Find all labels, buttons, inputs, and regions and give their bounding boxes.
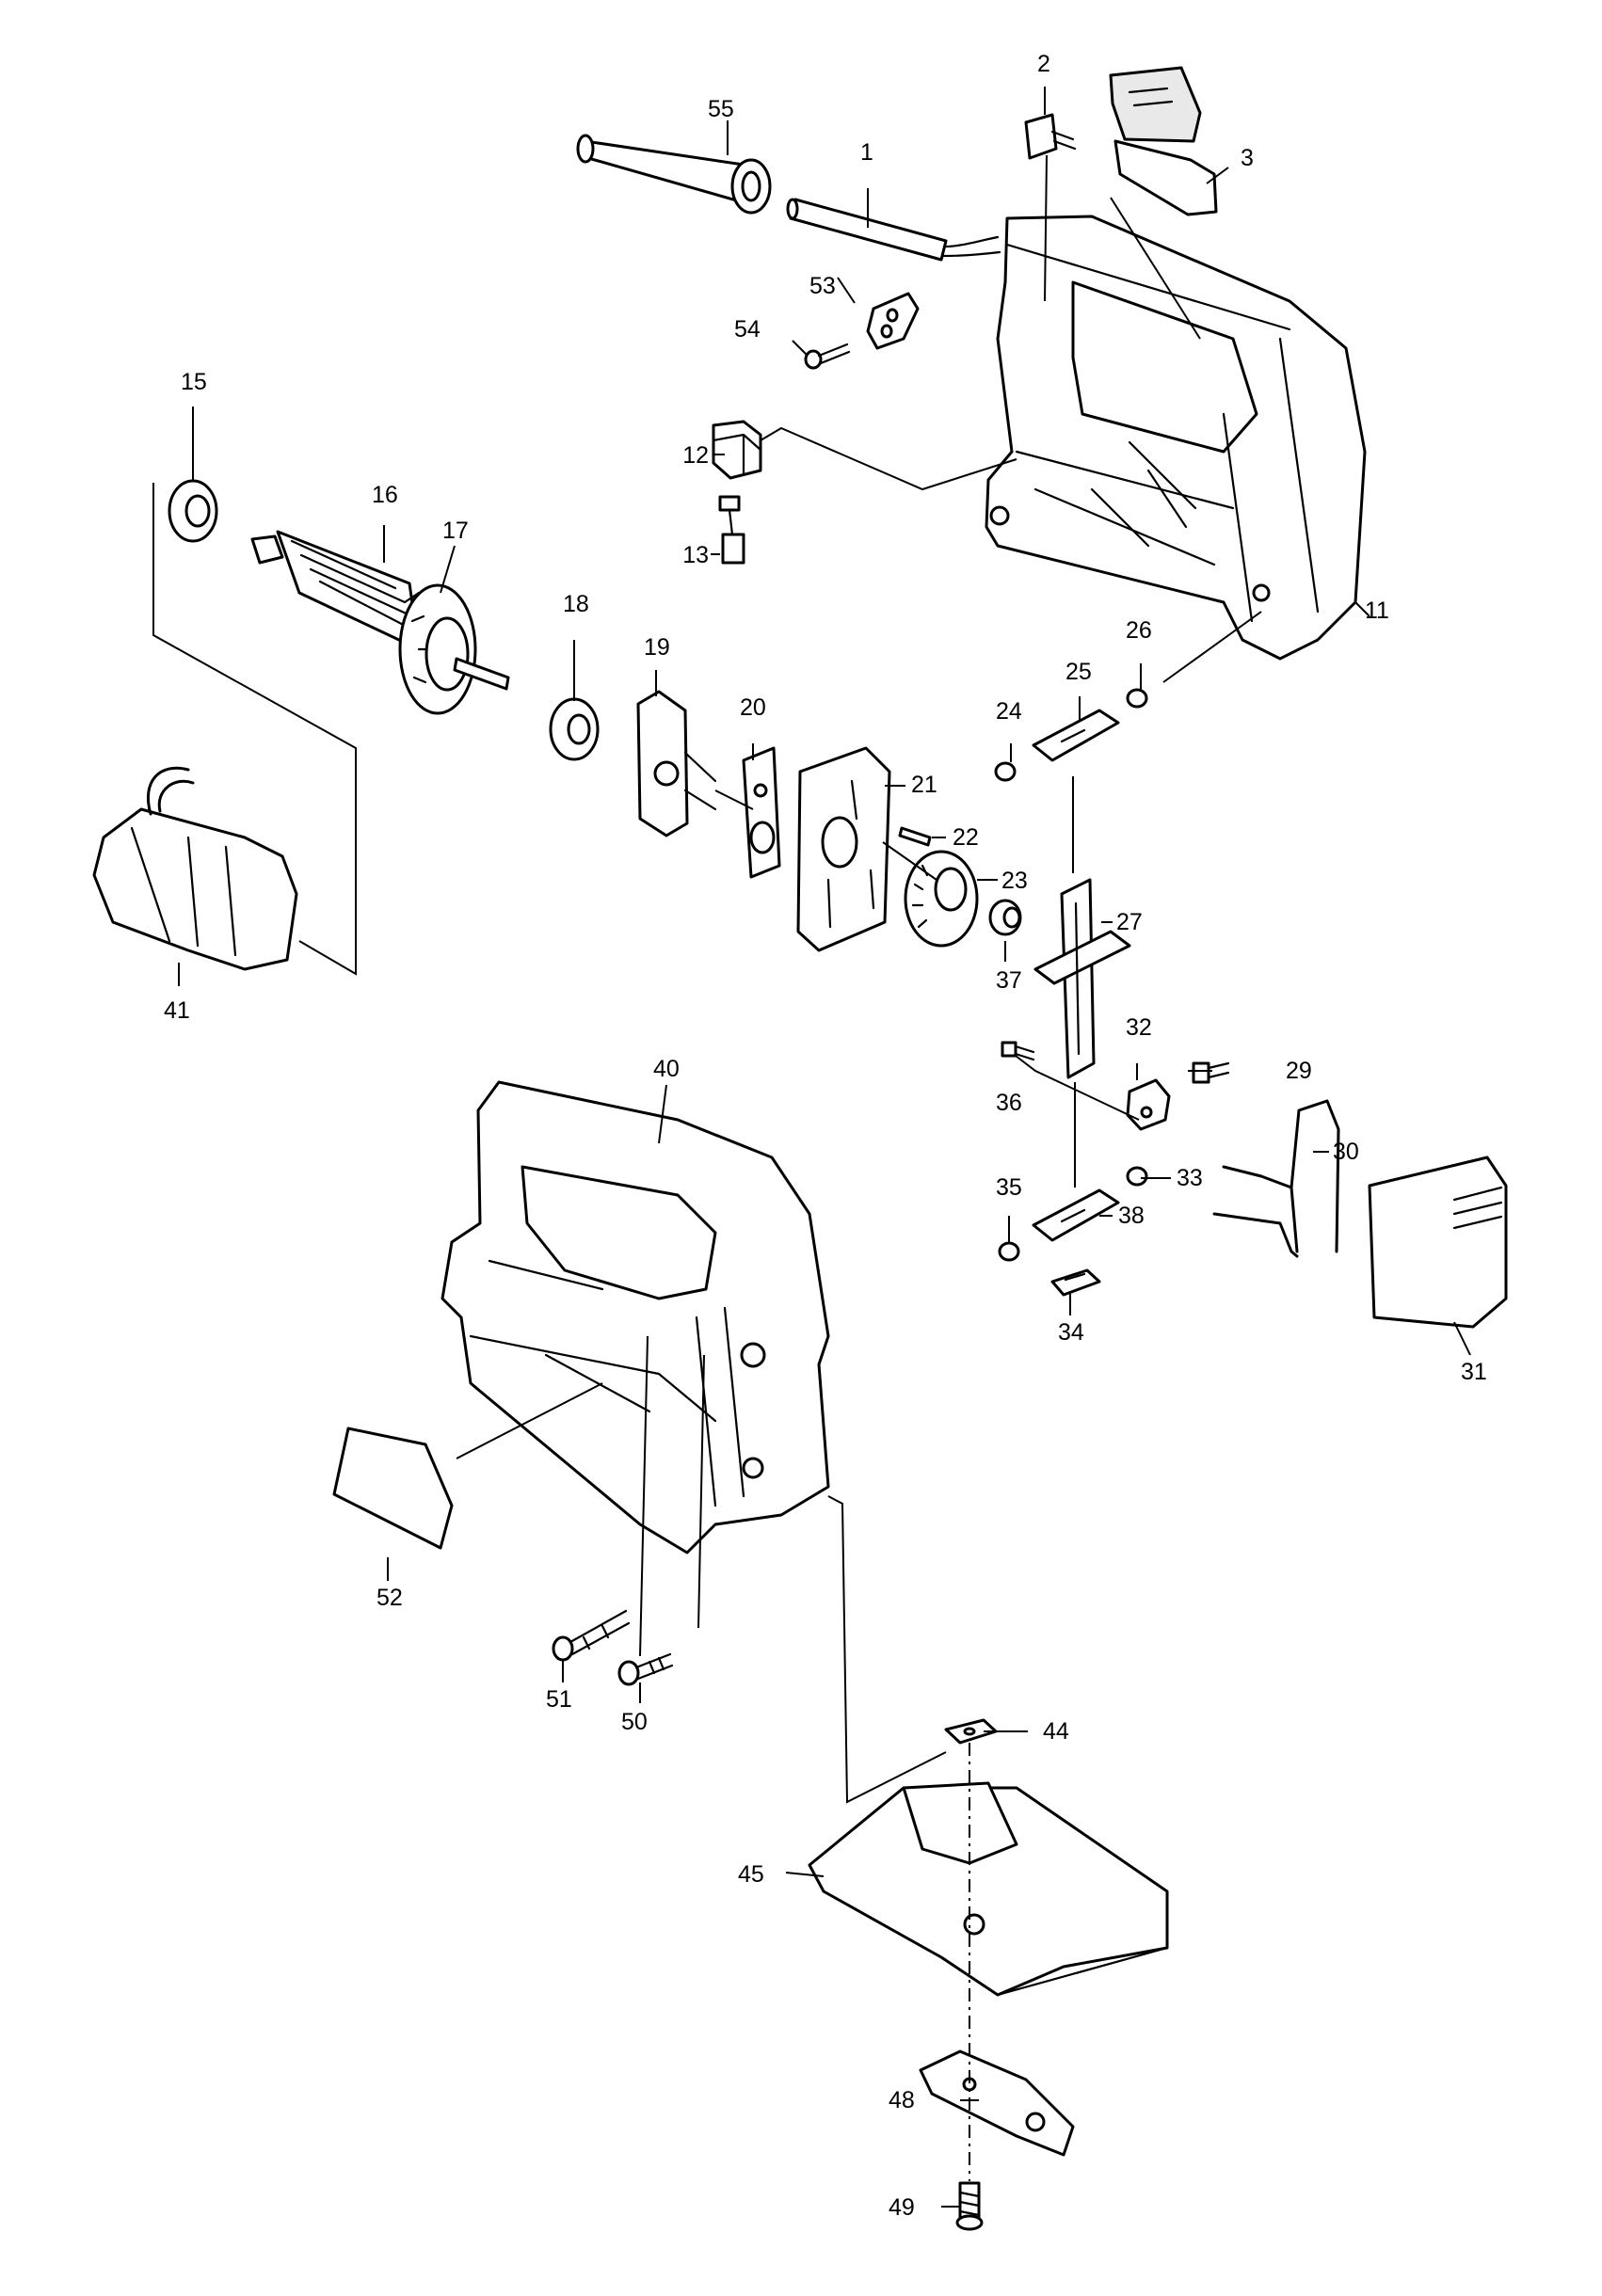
part-55-screw — [804, 343, 851, 370]
label-12: 12 — [682, 442, 709, 469]
part-53-handle-tube — [576, 134, 772, 215]
part-26-ring — [1126, 688, 1148, 709]
part-51-screw — [552, 1609, 631, 1662]
part-13-carbon-brush — [718, 495, 745, 565]
label-23: 23 — [1001, 868, 1028, 894]
label-37: 37 — [996, 967, 1022, 994]
part-32-cam — [1126, 1078, 1171, 1131]
part-22-pin — [898, 826, 932, 847]
part-20-plate — [742, 746, 781, 879]
label-13: 13 — [682, 542, 709, 568]
part-41-field — [92, 766, 298, 971]
label-20: 20 — [740, 694, 766, 721]
label-51: 51 — [546, 1686, 572, 1713]
label-33: 33 — [1177, 1165, 1203, 1191]
label-45: 45 — [738, 1861, 764, 1888]
label-29: 29 — [1286, 1058, 1312, 1084]
part-34-pad — [1050, 1268, 1101, 1297]
label-41: 41 — [164, 997, 190, 1024]
label-52: 52 — [376, 1585, 403, 1611]
part-25-slider — [1032, 709, 1120, 762]
part-40-housing — [441, 1080, 830, 1555]
part-24-ring — [994, 761, 1017, 782]
label-36: 36 — [996, 1090, 1022, 1116]
part-16-armature — [250, 530, 510, 715]
part-48-blade-clamp — [919, 2049, 1075, 2157]
part-54-cord-clamp — [866, 292, 920, 350]
part-37-bushing — [988, 899, 1022, 936]
label-16: 16 — [372, 482, 398, 508]
part-2-capacitor — [1024, 113, 1077, 160]
label-50: 50 — [621, 1709, 648, 1735]
part-27-plunger — [1033, 878, 1131, 1079]
part-19-bearing-retainer — [636, 690, 717, 837]
label-11: 11 — [1365, 598, 1389, 624]
part-30-wire-spring — [1212, 1099, 1340, 1258]
label-3: 3 — [1241, 145, 1254, 171]
leader-lines — [152, 87, 1471, 2208]
part-1-power-cord — [786, 198, 1001, 262]
part-36-screw — [1001, 1041, 1035, 1061]
label-18: 18 — [563, 591, 589, 617]
label-49: 49 — [889, 2194, 915, 2221]
part-3-switch — [1109, 66, 1218, 216]
part-31-chip-guard — [1368, 1156, 1508, 1329]
part-33-ring — [1126, 1166, 1148, 1187]
part-38-slider — [1032, 1188, 1120, 1242]
part-23-gear — [904, 850, 979, 948]
label-21: 21 — [911, 772, 937, 798]
part-49-bolt — [955, 2181, 984, 2231]
label-25: 25 — [1065, 659, 1092, 685]
label-54: 53 — [809, 273, 836, 299]
label-2: 2 — [1037, 51, 1050, 77]
part-labels: 55 1 2 3 11 12 13 15 16 17 18 19 20 21 2… — [164, 51, 1487, 2221]
label-22: 22 — [953, 824, 979, 851]
label-55: 54 — [734, 316, 761, 343]
label-1: 1 — [860, 139, 873, 166]
label-27: 27 — [1116, 909, 1143, 935]
part-18-ball-bearing — [549, 697, 600, 761]
part-15-ball-bearing — [168, 479, 218, 543]
part-12-brush-holder — [712, 420, 762, 480]
label-17: 17 — [442, 518, 469, 544]
label-31: 31 — [1461, 1359, 1487, 1385]
part-21-gear-plate — [796, 746, 891, 952]
label-34: 34 — [1058, 1319, 1084, 1346]
label-40: 40 — [653, 1056, 680, 1082]
label-48: 48 — [889, 2087, 915, 2113]
label-24: 24 — [996, 698, 1022, 725]
part-52-label — [332, 1427, 454, 1550]
part-11-motor-housing — [985, 215, 1367, 661]
label-30: 30 — [1333, 1139, 1359, 1165]
part-35-ring — [998, 1241, 1020, 1262]
label-19: 19 — [644, 634, 670, 661]
label-53: 55 — [708, 96, 734, 122]
part-50-screw — [617, 1652, 674, 1686]
label-38: 38 — [1118, 1203, 1145, 1229]
label-15: 15 — [181, 369, 207, 395]
part-29-screw — [1192, 1061, 1230, 1084]
label-35: 35 — [996, 1174, 1022, 1201]
part-45-base — [808, 1781, 1169, 1997]
label-44: 44 — [1043, 1718, 1069, 1745]
label-26: 26 — [1126, 617, 1152, 644]
label-32: 32 — [1126, 1014, 1152, 1041]
